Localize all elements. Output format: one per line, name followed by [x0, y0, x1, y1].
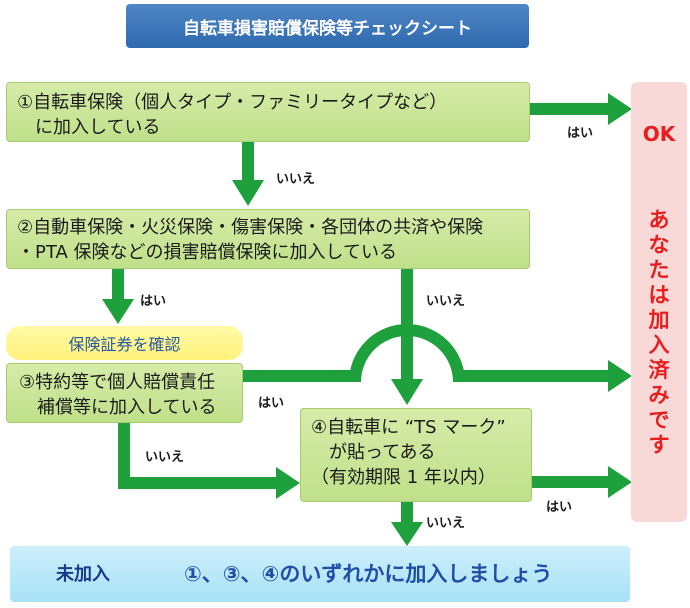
arrow-q1-no	[242, 142, 254, 180]
label-q4-no: いいえ	[426, 516, 466, 531]
arrow-q2-yes	[112, 269, 124, 299]
page-title: 自転車損害賠償保険等チェックシート	[126, 4, 529, 48]
arrow-q1-yes	[530, 103, 608, 115]
arrow-q3-no-head	[276, 467, 300, 499]
question-4-box: ④自転車に “TS マーク” が貼ってある （有効期限 1 年以内）	[300, 408, 532, 502]
question-1-line2: に加入している	[17, 117, 161, 138]
question-3-line2: 補償等に加入している	[19, 397, 217, 418]
question-2-line2: ・PTA 保険などの損害賠償保険に加入している	[17, 242, 397, 263]
question-4-line1: ④自転車に “TS マーク”	[311, 417, 506, 438]
arrow-q4-no-head	[391, 522, 423, 546]
arrow-q2-yes-head	[102, 299, 134, 324]
question-2-line1: ②自動車保険・火災保険・傷害保険・各団体の共済や保険	[17, 217, 484, 238]
label-q2-no: いいえ	[426, 294, 466, 309]
ok-message: あなたは加入済みです	[648, 208, 670, 457]
label-q3-no: いいえ	[145, 450, 185, 465]
arrow-q4-yes	[532, 476, 608, 488]
ok-panel: OK あなたは加入済みです	[631, 82, 687, 522]
label-q1-no: いいえ	[276, 172, 316, 187]
confirm-policy-badge: 保険証券を確認	[6, 326, 243, 360]
arrow-q4-yes-head	[608, 466, 632, 498]
ok-label: OK	[642, 122, 676, 146]
not-enrolled-panel: 未加入 ①、③、④のいずれかに加入しましょう	[10, 546, 630, 602]
arrow-q3-yes-a	[243, 370, 355, 382]
question-4-line2: が貼ってある	[311, 442, 436, 463]
label-q3-yes: はい	[258, 396, 285, 411]
arrow-q4-no	[401, 502, 413, 522]
question-3-box: ③特約等で個人賠償責任 補償等に加入している	[6, 363, 243, 423]
arrow-q2-no-head	[391, 379, 423, 405]
question-4-line3: （有効期限 1 年以内）	[311, 467, 496, 488]
question-3-line1: ③特約等で個人賠償責任	[19, 372, 216, 393]
arrow-q3-no-v	[118, 423, 130, 489]
arrow-q3-no-h	[118, 477, 276, 489]
label-q4-yes: はい	[546, 500, 573, 515]
arrow-hop	[349, 324, 465, 383]
not-enrolled-message: ①、③、④のいずれかに加入しましょう	[184, 562, 553, 586]
question-2-box: ②自動車保険・火災保険・傷害保険・各団体の共済や保険 ・PTA 保険などの損害賠…	[6, 209, 530, 269]
label-q1-yes: はい	[567, 126, 594, 141]
not-enrolled-label: 未加入	[56, 564, 110, 585]
question-1-line1: ①自転車保険（個人タイプ・ファミリータイプなど）	[17, 92, 448, 113]
question-1-box: ①自転車保険（個人タイプ・ファミリータイプなど） に加入している	[6, 82, 530, 142]
arrow-q3-yes-b	[459, 370, 609, 382]
label-q2-yes: はい	[140, 294, 167, 309]
arrow-q1-no-head	[232, 180, 264, 206]
arrow-q3-yes-head	[608, 360, 632, 392]
arrow-q1-yes-head	[608, 93, 632, 125]
